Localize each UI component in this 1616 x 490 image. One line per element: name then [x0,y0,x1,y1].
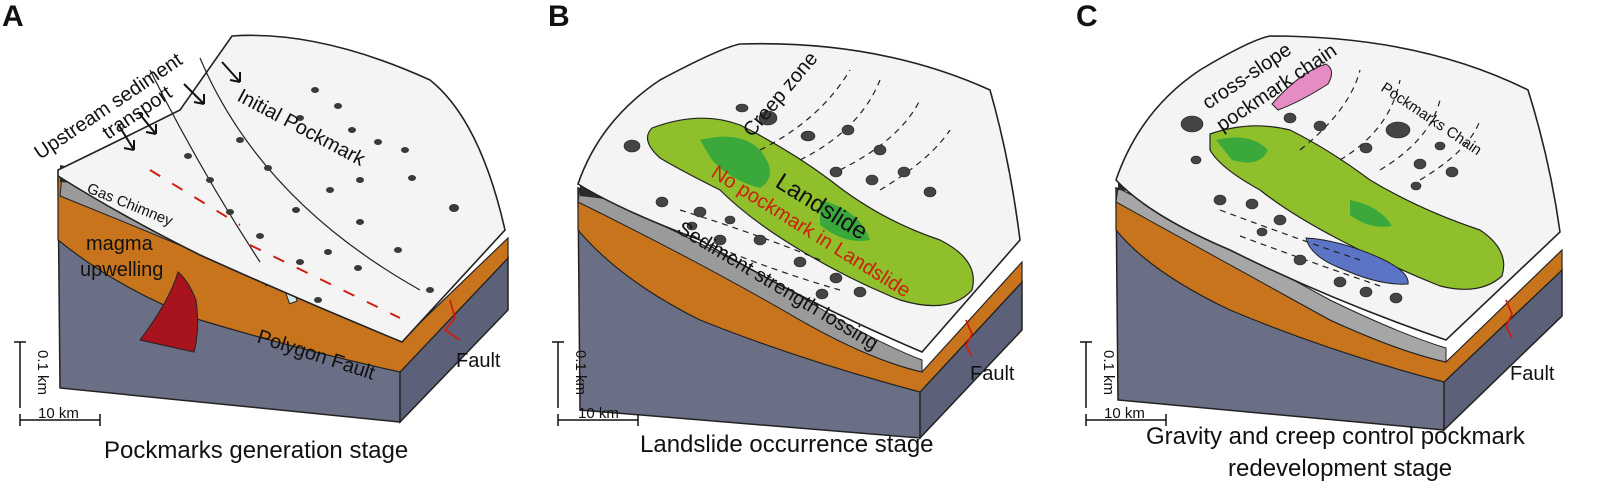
scale-horizontal-label: 10 km [38,405,79,422]
pockmarks-group [184,87,459,303]
scale-bar [1080,341,1167,426]
label-fault: Fault [456,350,501,372]
pink-pockmark-chain [1271,63,1332,111]
scale-horizontal-label: 10 km [1104,405,1145,422]
label-magma: magma [86,233,154,255]
scale-horizontal-label: 10 km [578,405,619,422]
pockmarks-group [623,103,937,300]
caption-a: Pockmarks generation stage [104,437,408,464]
pockmarks-group [1180,112,1459,304]
seafloor-surface [57,34,506,343]
label-fault: Fault [970,363,1015,385]
scale-vertical-label: 0.1 km [1100,350,1117,395]
surface-boundary-line [199,57,421,291]
fault-plane [443,299,461,341]
caption-b: Landslide occurrence stage [640,431,934,458]
panel-a: A [2,0,509,464]
fault-plane [1504,299,1513,339]
landslide-patch [700,136,870,241]
panel-c-letter: C [1076,0,1098,33]
panel-a-letter: A [2,0,24,33]
fault-plane [964,319,973,357]
flow-arrows [117,61,241,151]
surface-boundary-line [149,69,261,263]
panel-b: B Creep zone [548,0,1023,458]
scale-vertical-label: 0.1 km [572,350,589,395]
panel-b-letter: B [548,0,570,33]
label-fault: Fault [1510,363,1555,385]
magma-upwelling [139,271,199,353]
panel-c: C cross-slope [1076,0,1563,482]
scale-bar [14,341,101,426]
blue-pockmark-chain [1305,237,1409,285]
gray-sediment-band [577,187,923,373]
label-upwelling: upwelling [80,259,163,281]
fault-trace-dashed [149,169,401,319]
caption-c-line2: redevelopment stage [1228,455,1452,482]
landslide-patch [1216,137,1392,227]
scale-vertical-label: 0.1 km [34,350,51,395]
scale-bar [552,341,639,426]
creep-zone-dashes [679,69,951,291]
creep-zone-dashes [1219,69,1481,287]
caption-c-line1: Gravity and creep control pockmark [1146,423,1526,450]
